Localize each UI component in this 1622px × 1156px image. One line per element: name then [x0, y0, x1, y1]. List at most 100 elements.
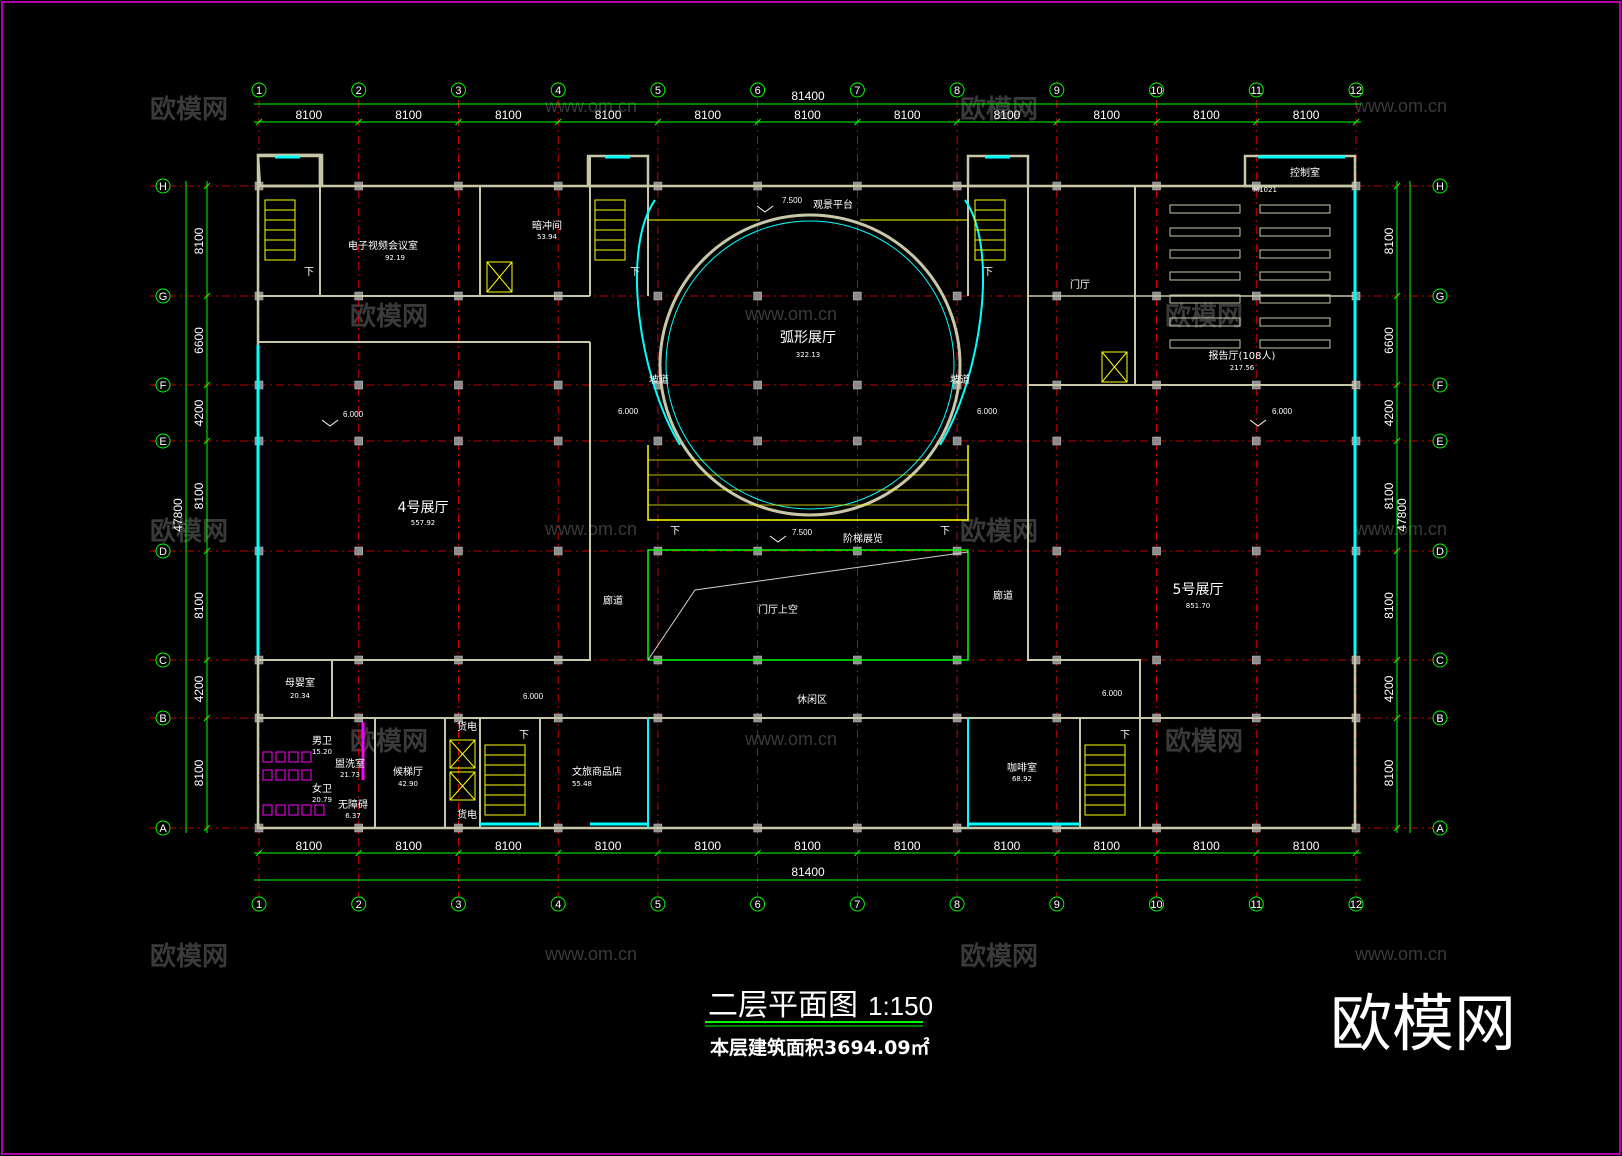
brand-logo: 欧模网 — [1330, 987, 1516, 1060]
dimension-value: 8100 — [595, 839, 622, 853]
watermark-url: www.om.cn — [1354, 944, 1447, 964]
axis-label-col: 10 — [1150, 85, 1162, 97]
structural-column — [553, 436, 563, 446]
axis-bubble — [351, 896, 367, 912]
sanitary-fixtures — [262, 722, 365, 816]
stair-down-mark: 下 — [630, 267, 640, 278]
room-area: 6.37 — [345, 812, 361, 820]
axis-label-col: 4 — [555, 899, 561, 911]
room-name: 观景平台 — [813, 198, 853, 211]
dimension-value: 6600 — [1382, 327, 1396, 354]
axis-label-col: 2 — [356, 85, 362, 97]
structural-column — [853, 436, 862, 446]
structural-column — [354, 546, 363, 556]
axis-bubble — [1149, 82, 1165, 98]
axis-bubble — [155, 377, 171, 393]
structural-column — [454, 546, 463, 556]
axis-bubble — [849, 82, 865, 98]
axis-bubble — [251, 82, 267, 98]
room-area: 55.48 — [572, 780, 592, 788]
room-area: 851.70 — [1186, 602, 1211, 610]
structural-column — [1152, 436, 1161, 446]
dimension-value: 6600 — [192, 327, 206, 354]
dimension-value: 8100 — [192, 227, 206, 254]
structural-column — [753, 436, 762, 446]
room-name: 暗冲间 — [532, 219, 562, 232]
room-name: 电子视频会议室 — [348, 239, 418, 252]
watermark-layer: 欧模网 www.om.cn 欧模网 www.om.cn 欧模网 www.om.c… — [150, 94, 1447, 972]
structural-column — [952, 546, 962, 556]
room-name: 门厅上空 — [758, 603, 798, 616]
dimension-value: 8100 — [192, 482, 206, 509]
dimension-value: 8100 — [1093, 839, 1120, 853]
elevation-hall5: 6.000 — [1272, 407, 1293, 416]
axis-bubble — [155, 288, 171, 304]
room-area: 20.79 — [312, 796, 332, 804]
axis-label-col: 11 — [1251, 899, 1262, 911]
room-area: 53.94 — [537, 233, 558, 241]
dimension-value: 8100 — [694, 108, 721, 122]
axis-bubble — [1348, 82, 1364, 98]
structural-column — [952, 436, 962, 446]
elevation-rest-right: 6.000 — [1102, 689, 1123, 698]
dimension-value: 4200 — [1382, 399, 1396, 426]
room-name: 盥洗室 — [335, 757, 365, 770]
room-labels: 电子视频会议室 92.19 暗冲间 53.94 观景平台 弧形展厅 322.13… — [285, 166, 1320, 821]
axis-bubble — [1432, 377, 1448, 393]
axis-label-col: 9 — [1054, 899, 1060, 911]
axis-bubble — [650, 896, 666, 912]
dimension-value: 8100 — [794, 108, 821, 122]
axis-label-row: H — [159, 181, 167, 193]
dimension-value: 8100 — [1293, 108, 1320, 122]
structural-column — [1052, 436, 1062, 446]
axis-bubble — [849, 896, 865, 912]
axis-bubble — [155, 543, 171, 559]
dimension-value: 4200 — [192, 399, 206, 426]
axis-bubble — [750, 896, 766, 912]
watermark-url: www.om.cn — [544, 96, 637, 116]
watermark-logo: 欧模网 — [960, 94, 1038, 125]
room-name: 坡道 — [950, 373, 970, 386]
axis-label-col: 11 — [1251, 85, 1262, 97]
axis-bubble — [1432, 652, 1448, 668]
axis-bubble — [1432, 543, 1448, 559]
axis-label-col: 7 — [854, 85, 860, 97]
watermark-logo: 欧模网 — [150, 516, 228, 547]
axis-label-row: E — [1436, 436, 1443, 448]
structural-column — [553, 380, 563, 390]
dimension-value: 8100 — [694, 839, 721, 853]
lift-shafts — [449, 261, 1128, 801]
watermark-url: www.om.cn — [1354, 519, 1447, 539]
dimension-value: 8100 — [1193, 839, 1220, 853]
dimension-total: 47800 — [171, 498, 185, 532]
axis-label-col: 10 — [1150, 899, 1162, 911]
stair-down-mark: 下 — [670, 526, 680, 537]
structural-column — [952, 291, 962, 301]
stair-marks: 下 下 下 下 下 下 下 — [304, 267, 1130, 741]
room-name: 无障碍 — [338, 798, 368, 811]
axis-bubble — [1432, 178, 1448, 194]
dimension-value: 8100 — [894, 108, 921, 122]
dimension-value: 8100 — [994, 108, 1021, 122]
walls — [256, 153, 1357, 830]
structural-column — [1252, 436, 1261, 446]
room-name: 4号展厅 — [398, 500, 449, 516]
axis-label-row: E — [159, 436, 166, 448]
room-name: 廊道 — [603, 594, 623, 607]
room-name: 货电 — [457, 720, 477, 733]
axis-label-col: 3 — [455, 85, 461, 97]
structural-column — [853, 291, 862, 301]
axis-label-row: B — [1436, 713, 1443, 725]
room-name: 阶梯展览 — [843, 532, 883, 545]
watermark-logo: 欧模网 — [960, 941, 1038, 972]
room-name: 文旅商品店 — [572, 765, 622, 778]
room-area: 21.73 — [340, 771, 360, 779]
title-scale: 1:150 — [868, 991, 933, 1021]
elevation-hall4: 6.000 — [343, 410, 364, 419]
watermark-logo: 欧模网 — [960, 516, 1038, 547]
room-name: 男卫 — [312, 735, 332, 747]
room-name: 廊道 — [993, 589, 1013, 602]
dimension-value: 4200 — [1382, 675, 1396, 702]
structural-column — [653, 546, 663, 556]
